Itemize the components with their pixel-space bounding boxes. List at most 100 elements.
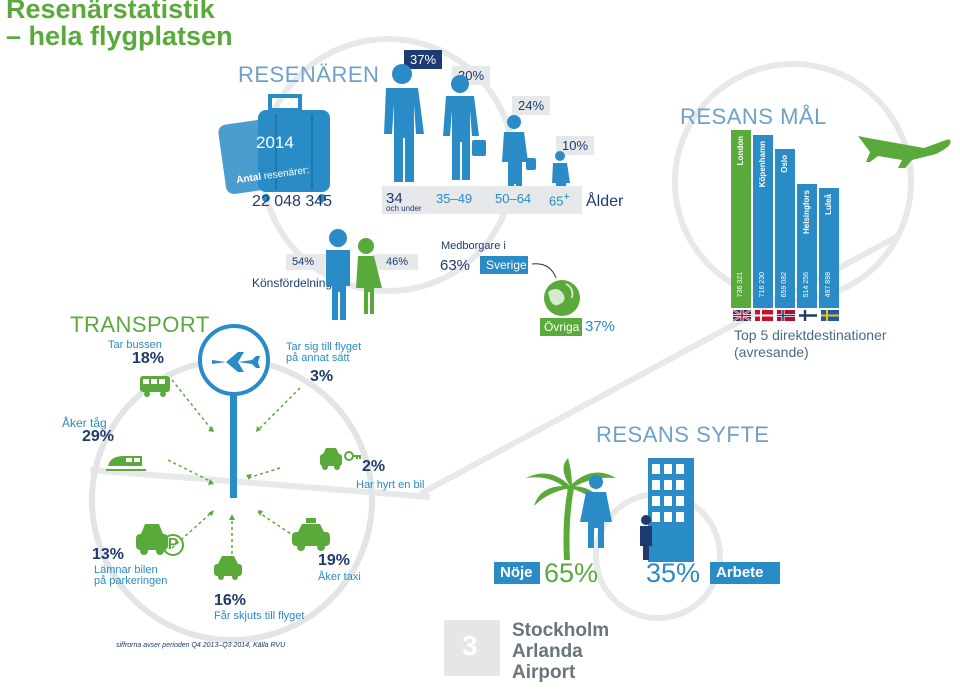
gender-icons [326,229,382,320]
page-title: Resenärstatistik – hela flygplatsen [6,0,233,50]
male-pct: 54% [292,256,315,268]
citizen-country-bg [480,256,528,274]
female-pct: 46% [386,256,409,268]
person-adult-icon [443,75,486,180]
taxi-pct: 19% [318,552,351,569]
airport-logo-number: 3 [462,630,478,661]
resans-mal-caption: Top 5 direktdestinationer (avresande) [734,327,887,361]
other-transport-pct: 3% [310,368,334,385]
park-pct: 13% [92,546,125,563]
age-pct-4: 10% [556,136,595,155]
age-pct-1: 37% [404,50,443,69]
airplane-icon [858,136,951,168]
business-pct: 35% [646,558,701,588]
destination-bar [775,149,795,308]
other-bg [540,318,582,336]
airport-name-line-3: Airport [512,662,576,683]
airport-name-line-2: Arlanda [512,641,583,662]
leisure-pct: 65% [544,558,599,588]
airport-sign-icon [198,324,270,498]
destination-bar [797,184,817,308]
caption-line-1: Top 5 direktdestinationer [734,327,887,343]
business-label-bg [710,562,780,584]
rental-car-icon [320,448,361,470]
leisure-label-bg [494,562,540,584]
suitcase-icon [218,94,330,202]
train-label: Åker tåg [62,416,107,430]
other-transport-line-2: på annat sätt [286,352,350,364]
rental-pct: 2% [362,458,386,475]
destination-bar [731,130,751,308]
globe-icon [531,263,580,316]
taxi-label: Åker taxi [318,571,361,583]
bus-label: Tar bussen [108,339,162,351]
resans-syfte-heading: RESANS SYFTE [596,422,770,447]
age-bar-bg [382,186,582,214]
destination-flags [731,310,843,324]
total-passengers: 22 048 345 [252,193,333,210]
year-label: 2014 [256,133,294,152]
parking-sign-icon: P [162,534,184,556]
parking-car-icon [136,524,168,555]
age-label-1: 34 [386,190,403,207]
age-label-2: 35–49 [436,191,473,206]
other-transport-line-1: Tar sig till flyget [286,341,362,353]
ride-car-icon [214,556,242,580]
age-sub-1: och under [386,204,422,213]
citizen-pct: 63% [440,257,471,274]
bus-icon [140,376,170,397]
ride-label: Får skjuts till flyget [214,610,305,622]
transport-heading: TRANSPORT [70,312,210,337]
denmark-flag-icon [755,310,773,321]
business-label: Arbete [716,564,764,581]
finland-flag-icon [799,310,817,321]
park-label-line-2: på parkeringen [94,575,168,587]
title-line-1: Resenärstatistik [6,0,215,24]
resenaren-heading: RESENÄREN [238,62,380,87]
female-icon [356,238,382,314]
uk-flag-icon [733,310,751,321]
male-pct-bg [286,254,336,270]
leisure-label: Nöje [500,564,533,581]
leisure-person-icon [580,475,612,548]
gender-label: Könsfördelning [252,276,333,290]
park-label-line-1: Lämnar bilen [94,564,158,576]
caption-line-2: (avresande) [734,344,809,360]
title-line-2: – hela flygplatsen [6,21,233,51]
park-label: Lämnar bilen på parkeringen [94,565,167,587]
train-icon [106,456,146,471]
citizen-country: Sverige [486,258,527,272]
taxi-icon [292,518,330,551]
age-label-4-sup: + [563,191,570,203]
age-people-icons [384,64,570,186]
destination-bar [753,135,773,308]
rental-label: Har hyrt en bil [356,479,425,491]
airport-name: Stockholm Arlanda Airport [512,620,609,683]
female-pct-bg [372,254,418,270]
ride-pct: 16% [214,592,247,609]
person-middle-icon [502,115,536,186]
age-pct-3: 24% [512,96,551,115]
other-transport-label: Tar sig till flyget på annat sätt [286,342,361,364]
resans-mal-heading: RESANS MÅL [680,104,827,129]
male-icon [326,229,350,320]
age-label-3: 50–64 [495,191,532,206]
office-building-icon [640,458,694,562]
airport-name-line-1: Stockholm [512,620,610,641]
age-label-4-num: 65 [549,193,564,209]
person-young-icon [384,64,424,182]
bus-pct: 18% [132,350,165,367]
train-pct: 29% [82,428,115,445]
norway-flag-icon [777,310,795,321]
age-label-4: 65+ [549,191,570,208]
source-note: siffrorna avser perioden Q4 2013–Q3 2014… [116,642,286,649]
other-pct: 37% [585,318,616,335]
citizen-label: Medborgare i [441,240,506,252]
sweden-flag-icon [821,310,839,321]
other-label: Övriga [544,320,580,334]
airport-logo-box [444,620,500,676]
destination-bar [819,188,839,308]
person-senior-icon [552,151,570,186]
